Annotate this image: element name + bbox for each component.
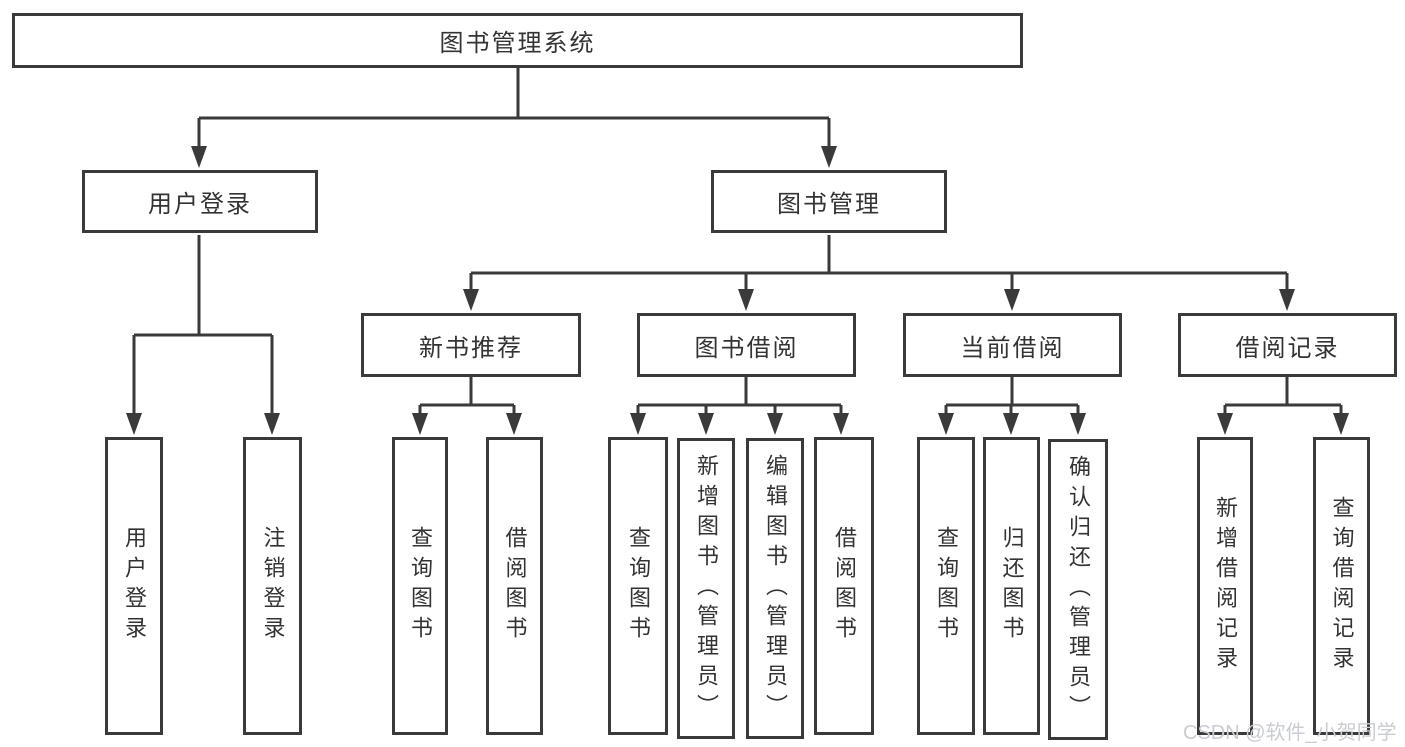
node-label: 新书推荐 xyxy=(419,334,523,362)
node-label: 借阅图书 xyxy=(832,526,857,646)
leaf-edit-books-admin: 编辑图书（管理员） xyxy=(746,438,804,739)
node-label: 查询图书 xyxy=(626,526,651,646)
node-label: 注销登录 xyxy=(260,526,286,646)
node-current-borrow: 当前借阅 xyxy=(903,313,1122,377)
node-label: 确认归还（管理员） xyxy=(1066,454,1091,725)
leaf-recommend-query-books: 查询图书 xyxy=(392,437,448,735)
node-book-management: 图书管理 xyxy=(711,170,947,233)
leaf-current-query-books: 查询图书 xyxy=(917,437,975,735)
node-label: 借阅记录 xyxy=(1235,334,1340,362)
node-user-login: 用户登录 xyxy=(82,170,318,233)
node-new-book-recommend: 新书推荐 xyxy=(361,313,581,377)
leaf-confirm-return-admin: 确认归还（管理员） xyxy=(1048,439,1108,740)
node-borrow-records: 借阅记录 xyxy=(1178,313,1397,377)
leaf-user-login: 用户登录 xyxy=(105,437,163,735)
node-label: 图书借阅 xyxy=(694,334,799,362)
node-label: 借阅图书 xyxy=(502,526,528,646)
leaf-add-borrow-record: 新增借阅记录 xyxy=(1197,437,1253,735)
node-label: 当前借阅 xyxy=(960,334,1065,362)
node-root-system: 图书管理系统 xyxy=(12,13,1023,68)
arrowheads xyxy=(126,146,1349,435)
leaf-logout: 注销登录 xyxy=(243,437,302,735)
node-label: 编辑图书（管理员） xyxy=(763,453,788,724)
leaf-borrow-books: 借阅图书 xyxy=(814,437,874,735)
node-book-borrow: 图书借阅 xyxy=(637,313,856,377)
node-label: 图书管理 xyxy=(777,191,881,218)
node-label: 查询借阅记录 xyxy=(1329,496,1355,676)
leaf-add-books-admin: 新增图书（管理员） xyxy=(677,438,735,739)
node-label: 新增借阅记录 xyxy=(1213,496,1238,676)
node-label: 新增图书（管理员） xyxy=(694,453,719,724)
node-label: 图书管理系统 xyxy=(439,30,596,57)
leaf-recommend-borrow-books: 借阅图书 xyxy=(486,437,543,735)
csdn-watermark: CSDN @软件_小贺同学 xyxy=(1183,722,1397,744)
node-label: 用户登录 xyxy=(122,526,147,646)
node-label: 归还图书 xyxy=(999,526,1025,646)
leaf-query-borrow-record: 查询借阅记录 xyxy=(1313,437,1370,735)
node-label: 查询图书 xyxy=(408,526,433,646)
node-label: 用户登录 xyxy=(148,191,252,218)
connector-paths xyxy=(132,68,1343,415)
leaf-return-books: 归还图书 xyxy=(983,437,1040,735)
node-label: 查询图书 xyxy=(934,526,959,646)
leaf-borrow-query-books: 查询图书 xyxy=(608,437,668,735)
